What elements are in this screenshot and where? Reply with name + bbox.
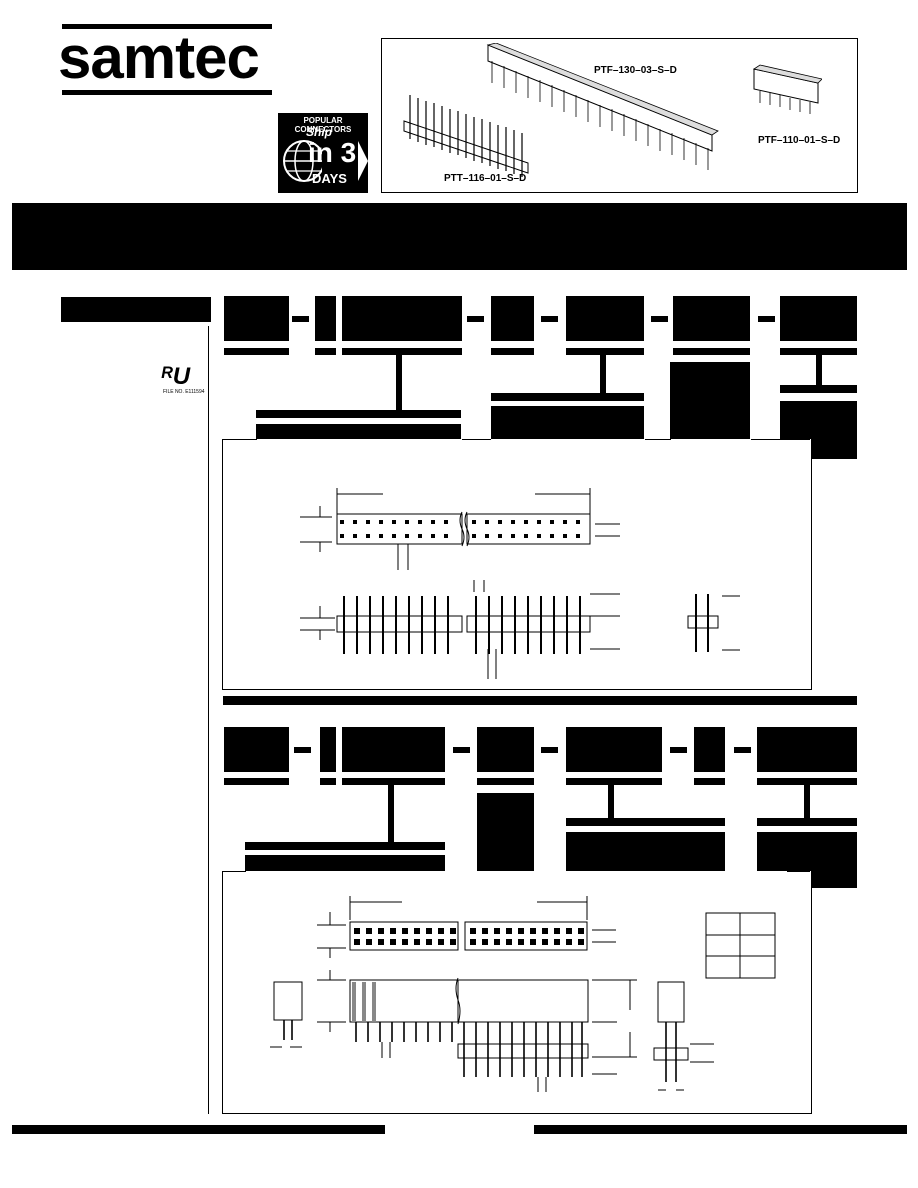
arrow-icon bbox=[358, 141, 368, 181]
ptt-box-option bbox=[780, 296, 857, 341]
ptt-116-connector-illustration bbox=[403, 95, 529, 177]
ptt-box-1 bbox=[315, 296, 336, 341]
ptf-lead-style-callout bbox=[477, 793, 534, 883]
ptt-connector-positions bbox=[396, 355, 402, 410]
ptt-connector-plating bbox=[600, 355, 606, 393]
ptt-box-positions bbox=[342, 296, 462, 341]
ptf-connector-plating bbox=[608, 785, 614, 818]
product-label-ptt-116: PTT–116–01–S–D bbox=[444, 173, 527, 184]
ptt-underline-6 bbox=[673, 348, 750, 355]
ptf-connector-option bbox=[804, 785, 810, 818]
ptt-connector-option bbox=[816, 355, 822, 385]
ptt-dash-1 bbox=[292, 316, 309, 322]
ptf-dash-2 bbox=[453, 747, 470, 753]
ptf-underline-2 bbox=[320, 778, 336, 785]
badge-in-3: in 3 bbox=[308, 137, 357, 168]
product-photo-panel: PTF–130–03–S–D PTT–116–01–S–D PTF–110–01… bbox=[381, 38, 858, 193]
ptt-box-lead-style bbox=[491, 296, 534, 341]
ptf-connector-positions bbox=[388, 785, 394, 842]
section-divider bbox=[223, 696, 857, 705]
ptf-row-table bbox=[705, 912, 776, 979]
ship-in-3-days-badge: POPULAR CONNECTORS Ship in 3 DAYS bbox=[278, 113, 368, 193]
ptf-box-plating bbox=[566, 727, 662, 772]
ptt-drawing-frame bbox=[222, 439, 812, 690]
left-column-divider bbox=[208, 326, 209, 1114]
samtec-logo: samtec bbox=[58, 24, 272, 95]
ptf-box-row bbox=[694, 727, 725, 772]
ptt-underline-2 bbox=[315, 348, 336, 355]
footer-bar-right bbox=[534, 1125, 907, 1134]
ptt-underline-5 bbox=[566, 348, 644, 355]
ptt-dash-5 bbox=[758, 316, 775, 322]
ptt-underline-4 bbox=[491, 348, 534, 355]
ptf-dash-1 bbox=[294, 747, 311, 753]
product-label-ptf-130: PTF–130–03–S–D bbox=[594, 65, 677, 76]
ptt-plating-bar bbox=[491, 393, 644, 401]
ptt-option-bar bbox=[780, 385, 857, 393]
ul-file-number: FILE NO. E111594 bbox=[163, 389, 205, 395]
ptf-underline-7 bbox=[757, 778, 857, 785]
globe-icon bbox=[283, 140, 322, 182]
ptf-end-view-drawing bbox=[653, 981, 714, 1091]
specifications-header-bar bbox=[61, 297, 211, 322]
logo-text: samtec bbox=[58, 24, 260, 91]
ul-recognized-mark: ᴿU bbox=[160, 363, 191, 390]
ptt-box-plating bbox=[566, 296, 644, 341]
ptt-box-series bbox=[224, 296, 289, 341]
ptt-underline-3 bbox=[342, 348, 462, 355]
badge-popular-connectors: POPULAR CONNECTORS bbox=[294, 116, 352, 134]
ptf-130-connector-illustration bbox=[486, 43, 719, 170]
footer-bar-left bbox=[12, 1125, 385, 1134]
ptt-dash-3 bbox=[541, 316, 558, 322]
ptf-dash-3 bbox=[541, 747, 558, 753]
ptf-plating-bar bbox=[566, 818, 725, 826]
ptf-option-bar bbox=[757, 818, 857, 826]
ptf-underline-1 bbox=[224, 778, 289, 785]
ptf-dash-5 bbox=[734, 747, 751, 753]
badge-days: DAYS bbox=[312, 171, 347, 186]
ptt-dash-2 bbox=[467, 316, 484, 322]
ptf-110-connector-illustration bbox=[752, 64, 822, 114]
ptf-box-lead-style bbox=[477, 727, 534, 772]
ptf-underline-6 bbox=[694, 778, 725, 785]
ptf-positions-bar bbox=[245, 842, 445, 850]
ptf-dash-4 bbox=[670, 747, 687, 753]
ptt-dash-4 bbox=[651, 316, 668, 322]
ptf-technical-drawing bbox=[270, 896, 637, 1092]
ptf-box-1 bbox=[320, 727, 336, 772]
ptt-technical-drawing bbox=[300, 488, 620, 679]
ptf-box-series bbox=[224, 727, 289, 772]
ptf-box-option bbox=[757, 727, 857, 772]
badge-ship: Ship bbox=[306, 125, 332, 139]
ptf-underline-4 bbox=[477, 778, 534, 785]
title-bar bbox=[12, 203, 907, 270]
product-label-ptf-110: PTF–110–01–S–D bbox=[758, 135, 841, 146]
ptf-underline-5 bbox=[566, 778, 662, 785]
ptt-end-view-drawing bbox=[687, 594, 740, 652]
ptt-underline-1 bbox=[224, 348, 289, 355]
ptt-box-row bbox=[673, 296, 750, 341]
ptf-underline-3 bbox=[342, 778, 445, 785]
ptf-drawing-frame bbox=[222, 871, 812, 1114]
ptt-positions-bar bbox=[256, 410, 461, 418]
ptt-underline-7 bbox=[780, 348, 857, 355]
ptf-box-positions bbox=[342, 727, 445, 772]
